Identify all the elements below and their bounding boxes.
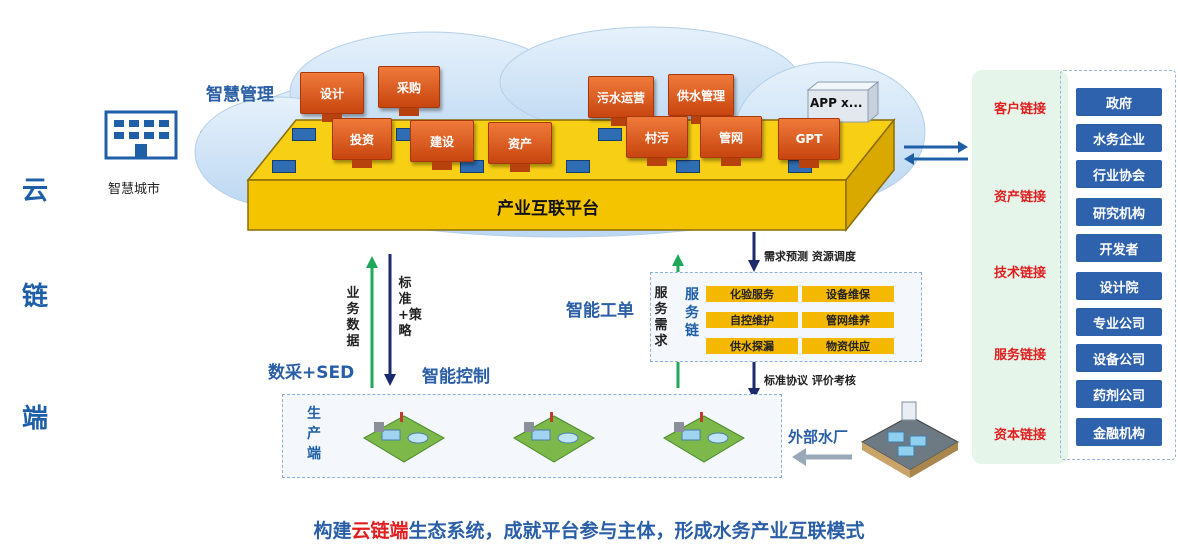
platform-title: 产业互联平台 <box>497 199 599 219</box>
module-sewage-operation[interactable]: 污水运营 <box>588 76 654 126</box>
module-investment[interactable]: 投资 <box>332 118 392 168</box>
org-industry-association[interactable]: 行业协会 <box>1076 160 1162 188</box>
org-professional-company[interactable]: 专业公司 <box>1076 308 1162 336</box>
service-pipe-maintenance[interactable]: 管网维养 <box>802 312 894 328</box>
chain-link-service: 服务链接 <box>993 348 1046 363</box>
org-equipment-company[interactable]: 设备公司 <box>1076 344 1162 372</box>
chain-link-capital: 资本链接 <box>993 428 1046 443</box>
smart-control-label: 智能控制 <box>422 367 490 387</box>
external-plant-icon <box>860 401 960 478</box>
chain-link-asset: 资产链接 <box>993 190 1046 205</box>
data-sed-label: 数采+SED <box>268 363 355 383</box>
platform-tile <box>292 128 316 141</box>
app-box-label: APP x... <box>810 96 863 110</box>
module-design[interactable]: 设计 <box>300 72 364 122</box>
water-plant-icon <box>362 412 446 463</box>
module-water-supply[interactable]: 供水管理 <box>668 74 734 124</box>
building-icon <box>104 110 178 160</box>
bidirectional-arrow-icon <box>904 141 968 165</box>
side-label-cloud: 云 <box>22 176 49 206</box>
smart-workorder-label: 智能工单 <box>566 301 634 321</box>
module-gpt[interactable]: GPT <box>778 118 840 168</box>
org-financial-institution[interactable]: 金融机构 <box>1076 418 1162 446</box>
service-demand-label: 服务需求 <box>654 286 668 349</box>
service-leak-detection[interactable]: 供水探漏 <box>706 338 798 354</box>
smart-city-label: 智慧城市 <box>108 182 161 197</box>
organizations-panel <box>1060 70 1176 460</box>
module-construction[interactable]: 建设 <box>410 120 474 170</box>
demand-forecast-label: 需求预测 资源调度 <box>764 250 856 263</box>
water-plant-icon <box>662 412 746 463</box>
platform-tile <box>598 128 622 141</box>
platform-tile <box>676 160 700 173</box>
platform-tile <box>566 160 590 173</box>
business-data-label: 业务数据 <box>346 286 360 349</box>
module-village-sewage[interactable]: 村污 <box>626 116 688 166</box>
service-equipment-maintenance[interactable]: 设备维保 <box>802 286 894 302</box>
org-design-institute[interactable]: 设计院 <box>1076 272 1162 300</box>
data-flow-arrows <box>366 254 396 388</box>
org-water-enterprise[interactable]: 水务企业 <box>1076 124 1162 152</box>
module-assets[interactable]: 资产 <box>488 122 552 172</box>
footer-prefix: 构建 <box>313 520 352 542</box>
side-label-chain: 链 <box>22 282 49 312</box>
module-procurement[interactable]: 采购 <box>378 66 440 116</box>
footer-highlight: 云链端 <box>351 520 409 542</box>
service-material-supply[interactable]: 物资供应 <box>802 338 894 354</box>
service-lab-testing[interactable]: 化验服务 <box>706 286 798 302</box>
demand-down-arrow <box>748 232 760 272</box>
service-automation-maintenance[interactable]: 自控维护 <box>706 312 798 328</box>
external-plant-label: 外部水厂 <box>788 428 849 446</box>
chain-links-column <box>972 70 1068 464</box>
production-end-label: 生产端 <box>307 406 321 462</box>
app-box <box>806 80 880 124</box>
side-label-end: 端 <box>22 404 49 434</box>
chain-link-technology: 技术链接 <box>993 266 1046 281</box>
platform-tile <box>272 160 296 173</box>
standard-strategy-label: 标准+策略 <box>398 276 422 339</box>
org-government[interactable]: 政府 <box>1076 88 1162 116</box>
water-plant-icon <box>512 412 596 463</box>
org-developer[interactable]: 开发者 <box>1076 234 1162 262</box>
org-chemical-company[interactable]: 药剂公司 <box>1076 380 1162 408</box>
standard-protocol-label: 标准协议 评价考核 <box>764 374 856 387</box>
org-research-institute[interactable]: 研究机构 <box>1076 198 1162 226</box>
chain-link-customer: 客户链接 <box>993 102 1046 117</box>
left-arrow-icon <box>792 448 852 466</box>
footer-suffix: 生态系统，成就平台参与主体，形成水务产业互联模式 <box>408 520 865 542</box>
footer-slogan: 构建云链端生态系统，成就平台参与主体，形成水务产业互联模式 <box>0 516 1178 543</box>
service-chain-title: 服务链 <box>685 287 699 339</box>
smart-management-label: 智慧管理 <box>206 85 274 105</box>
module-pipe-network[interactable]: 管网 <box>700 116 762 166</box>
